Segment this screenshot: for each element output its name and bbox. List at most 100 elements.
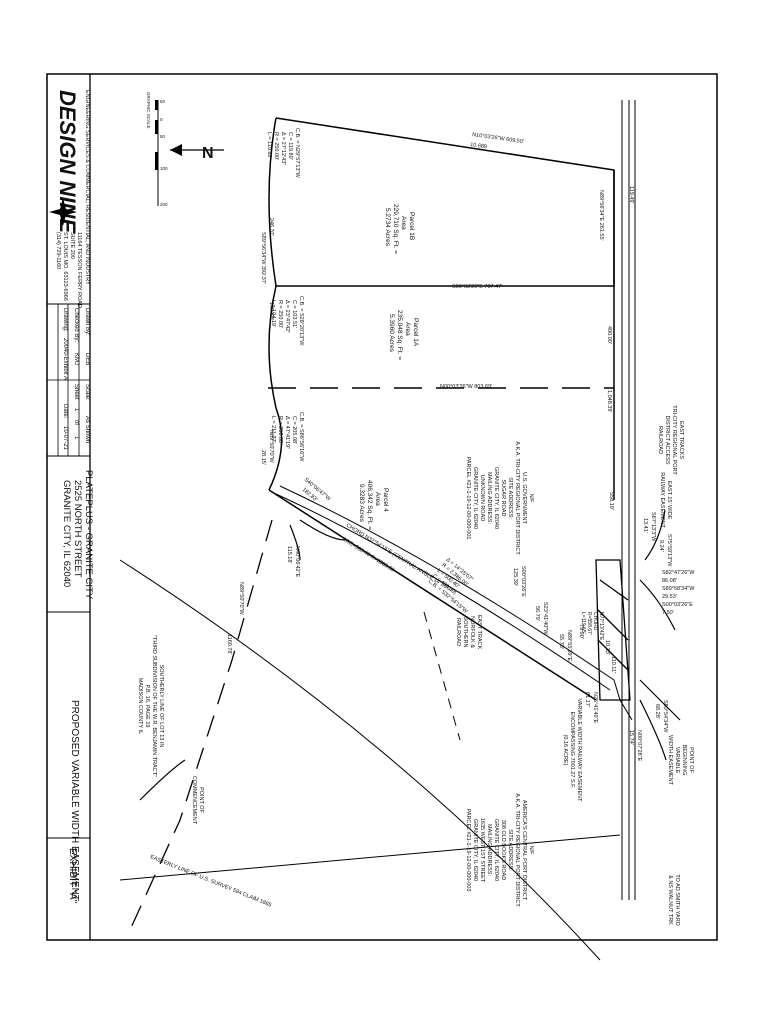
svg-text:119.49': 119.49' — [628, 186, 634, 203]
svg-text:S23°41'40"W: S23°41'40"W — [542, 602, 548, 635]
svg-text:VARIABLE WIDTH RAILWAY EASEMEN: VARIABLE WIDTH RAILWAY EASEMENT — [576, 699, 582, 803]
svg-text:558.19': 558.19' — [608, 492, 614, 510]
leader-arrows — [139, 509, 681, 801]
to-smith-yard-label: TO AD SMITH YARD & NS WALNUT TRK — [667, 874, 680, 925]
svg-text:1: 1 — [73, 408, 79, 412]
graphic-scale: GRAPHIC SCALE 50 0 50 100 200 — [146, 92, 168, 207]
east-tracks-label: EAST TRACKS TRI-CITY REGIONAL PORT DISTR… — [657, 405, 684, 475]
svg-text:GRANITE CITY, IL 62040: GRANITE CITY, IL 62040 — [472, 819, 478, 881]
svg-text:ST. LOUIS MO. 63123-6966: ST. LOUIS MO. 63123-6966 — [62, 232, 68, 301]
svg-text:149.60': 149.60' — [268, 302, 274, 320]
svg-text:20040-Exhibit A: 20040-Exhibit A — [62, 338, 68, 380]
point-of-commencement-label: POINT OF COMMENCEMENT — [191, 776, 204, 825]
svg-text:A.K.A. TRI-CITY REGIONAL PORT: A.K.A. TRI-CITY REGIONAL PORT DISTRICT — [514, 441, 520, 555]
svg-text:As Shown: As Shown — [84, 416, 90, 443]
north-arrow-icon: N — [170, 144, 224, 162]
southerly-line-label: SOUTHERLY LINE OF LOT 13 IN "THIRD SUBDI… — [137, 635, 164, 777]
svg-text:11164 TESSON FERRY ROAD: 11164 TESSON FERRY ROAD — [76, 232, 82, 308]
svg-text:(0.16 ACRE): (0.16 ACRE) — [562, 735, 568, 766]
svg-text:Drawing:: Drawing: — [62, 308, 68, 332]
parcel-1b-label: Parcel 1B Area 229,710 Sq. Ft. = 5.2734 … — [384, 204, 415, 254]
svg-text:CHORD: CHORD — [592, 612, 598, 631]
svg-text:EASTERLY LINE OF U.S. SURVEY 5: EASTERLY LINE OF U.S. SURVEY 594 CLAIM 1… — [149, 854, 272, 908]
svg-text:S00°03'26"E: S00°03'26"E — [520, 566, 526, 597]
exhibit-label: EXHIBIT "A" — [67, 848, 78, 904]
svg-text:L = 104.19': L = 104.19' — [270, 300, 276, 327]
svg-text:15.74': 15.74' — [628, 730, 634, 745]
svg-text:EAST TRACK: EAST TRACK — [476, 615, 482, 650]
svg-text:SUITE 200: SUITE 200 — [69, 232, 75, 259]
east-15-wide-label: EAST 15' WIDE RAILWAY EASEMENT — [659, 472, 672, 528]
svg-text:N89°56'34"E 261.55': N89°56'34"E 261.55' — [598, 190, 604, 241]
svg-text:EAST 15' WIDE: EAST 15' WIDE — [666, 481, 672, 520]
svg-text:S82°47'26"W: S82°47'26"W — [662, 570, 695, 576]
easterly-line-us-survey — [119, 834, 621, 881]
svg-text:Checked By:: Checked By: — [73, 308, 79, 342]
svg-text:79.90': 79.90' — [578, 624, 584, 639]
svg-text:Parcel 4: Parcel 4 — [382, 488, 389, 512]
svg-text:Scale:: Scale: — [84, 384, 90, 401]
svg-text:86.08': 86.08' — [662, 578, 677, 584]
svg-text:Δ = 23°47'42": Δ = 23°47'42" — [284, 300, 290, 333]
norfolk-southern-label: EAST TRACK NORFOLK & SOUTHERN RAILROAD — [455, 615, 482, 650]
svg-text:EAST TRACKS: EAST TRACKS — [678, 421, 684, 459]
svg-text:U.S. GOVERNMENT: U.S. GOVERNMENT — [521, 472, 527, 524]
parcel-1a-label: Parcel 1A Area 235,048 Sq. Ft. = 5.3960 … — [388, 310, 419, 360]
svg-text:Area: Area — [374, 492, 381, 506]
title-block-fields: Drawn By: DEB Scale: As Shown Checked By… — [62, 308, 90, 451]
svg-text:C = 103.51': C = 103.51' — [291, 300, 297, 328]
svg-text:A.K.A. TRI-CITY REGIONAL PORT: A.K.A. TRI-CITY REGIONAL PORT DISTRICT — [514, 793, 520, 907]
svg-text:9.3283 Acres: 9.3283 Acres — [358, 484, 365, 523]
svg-text:SOUTHERN: SOUTHERN — [462, 617, 468, 648]
svg-text:406,342 Sq. Ft. =: 406,342 Sq. Ft. = — [366, 480, 373, 530]
svg-text:N00°07'28"E: N00°07'28"E — [636, 730, 642, 762]
svg-text:R=558.67': R=558.67' — [586, 612, 592, 635]
svg-text:& NS WALNUT TRK: & NS WALNUT TRK — [667, 875, 673, 925]
svg-text:N89°50'70"W: N89°50'70"W — [268, 430, 274, 464]
svg-text:68.28': 68.28' — [654, 704, 660, 719]
svg-text:SITE ADDRESS:: SITE ADDRESS: — [507, 477, 513, 519]
svg-text:115.18': 115.18' — [286, 546, 292, 563]
logo-tagline: ENGINEERING SERVICES & COMMERCIAL, RESID… — [84, 90, 90, 285]
svg-text:ARC=500.40 R=2385.00: ARC=500.40 R=2385.00 — [341, 537, 395, 574]
svg-text:NORFOLK &: NORFOLK & — [469, 616, 475, 648]
project-name: PLATEPLUS - GRANITE CITY 2525 NORTH STRE… — [61, 470, 94, 600]
svg-text:GRANITE CITY, IL 62040: GRANITE CITY, IL 62040 — [61, 480, 72, 587]
logo-address: 11164 TESSON FERRY ROAD SUITE 200 ST. LO… — [55, 232, 82, 308]
svg-text:10.33': 10.33' — [604, 640, 610, 655]
svg-text:Parcel 1A: Parcel 1A — [412, 318, 419, 347]
svg-text:S00°03'26"E: S00°03'26"E — [662, 602, 693, 608]
svg-text:GRANITE CITY, IL 62040: GRANITE CITY, IL 62040 — [493, 467, 499, 529]
svg-text:VARIABLE: VARIABLE — [674, 747, 680, 774]
commencement-tie-line — [129, 519, 273, 931]
svg-text:50: 50 — [160, 134, 166, 139]
svg-text:L = 119.92': L = 119.92' — [266, 132, 272, 159]
svg-text:1,048.39': 1,048.39' — [606, 390, 612, 412]
svg-text:R = 250.00': R = 250.00' — [277, 300, 283, 328]
svg-text:N: N — [202, 145, 214, 162]
point-of-beginning-label: POINT OF BEGINNING VARIABLE WIDTH EASEME… — [667, 735, 694, 785]
svg-text:S75°59'13"W: S75°59'13"W — [666, 534, 672, 567]
svg-text:S89°58'34"W: S89°58'34"W — [662, 586, 695, 592]
svg-text:9.24': 9.24' — [658, 540, 664, 552]
svg-text:Date:: Date: — [62, 404, 68, 419]
svg-text:2525 NORTH STREET: 2525 NORTH STREET — [72, 480, 83, 578]
svg-text:KMJ: KMJ — [73, 353, 79, 365]
svg-text:1635 WEST 1ST STREET: 1635 WEST 1ST STREET — [479, 818, 485, 883]
svg-text:POINT OF: POINT OF — [198, 787, 204, 814]
svg-text:GRANITE CITY, IL 62040: GRANITE CITY, IL 62040 — [493, 819, 499, 881]
svg-text:81.17': 81.17' — [584, 692, 590, 707]
svg-text:"THIRD SUBDIVISION OF THE W.R.: "THIRD SUBDIVISION OF THE W.R. BENJAMIN … — [151, 635, 157, 777]
svg-text:GRAPHIC SCALE: GRAPHIC SCALE — [146, 92, 151, 129]
svg-text:C = 205.08': C = 205.08' — [291, 416, 297, 444]
americas-port-owner-label: N/F AMERICA'S CENTRAL PORT DISTRICT A.K.… — [465, 793, 534, 907]
curve-data-3: C.B. = S86°56'16"W C = 205.08' Δ = 47°41… — [270, 412, 304, 462]
svg-text:Drawn By:: Drawn By: — [84, 308, 90, 336]
svg-text:N00°03'26"W 803.69': N00°03'26"W 803.69' — [440, 384, 492, 390]
svg-text:Sheet: Sheet — [73, 384, 79, 400]
svg-text:S89°54'34"W: S89°54'34"W — [662, 700, 668, 733]
svg-text:DISTRICT ACCESS: DISTRICT ACCESS — [664, 415, 670, 464]
svg-text:13.41': 13.41' — [642, 518, 648, 533]
